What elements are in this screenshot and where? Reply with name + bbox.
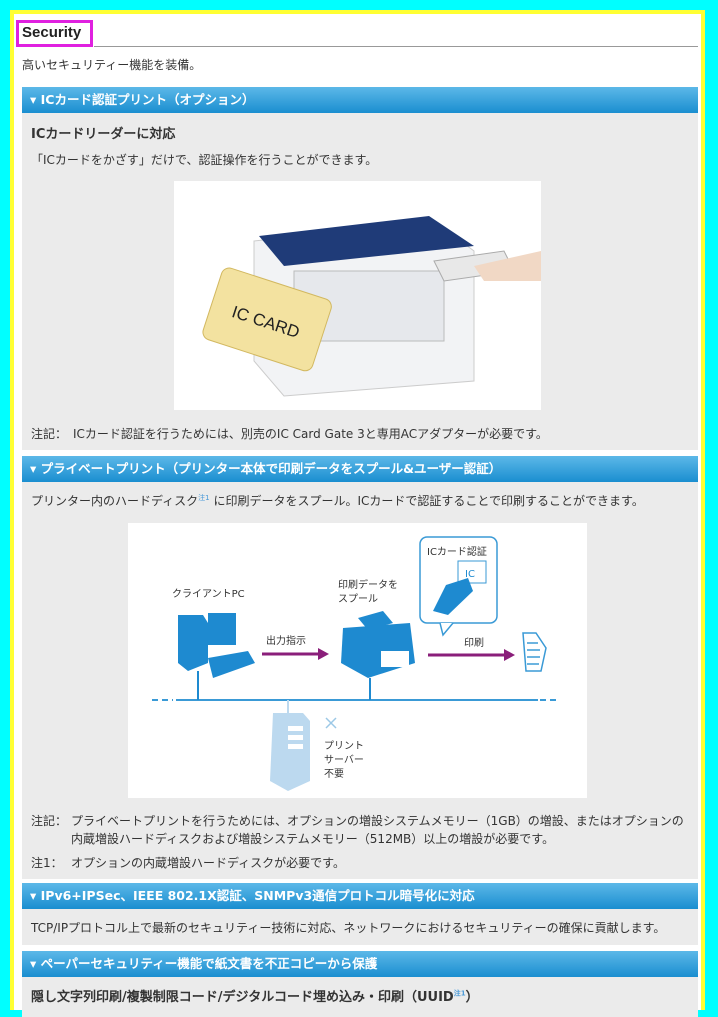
section-subtitle: 隠し文字列印刷/複製制限コード/デジタルコード埋め込み・印刷（UUID注1） — [31, 986, 479, 1005]
footnote-link[interactable]: 注1 — [198, 494, 210, 502]
print-server-icon — [270, 700, 310, 791]
server-label-1: プリント — [324, 740, 364, 752]
server-label-2: サーバー — [324, 754, 364, 766]
section-body-private-print: プリンター内のハードディスク注1 に印刷データをスプール。ICカードで認証するこ… — [22, 482, 698, 879]
printer-ic-card-image: IC CARD — [174, 181, 541, 410]
section-text: プリンター内のハードディスク注1 に印刷データをスプール。ICカードで認証するこ… — [31, 492, 644, 509]
note-text: ICカード認証を行うためには、別売のIC Card Gate 3と専用ACアダプ… — [73, 427, 548, 441]
spool-label-2: スプール — [338, 593, 378, 605]
note-key: 注記： — [31, 814, 68, 828]
client-pc-icon — [178, 613, 255, 700]
spool-label-1: 印刷データを — [338, 578, 398, 591]
client-pc-label: クライアントPC — [172, 588, 245, 600]
note-text: プライベートプリントを行うためには、オプションの増設システムメモリー（1GB）の… — [71, 814, 684, 846]
note-key: 注1： — [31, 856, 63, 870]
section-subtitle: ICカードリーダーに対応 — [31, 127, 176, 142]
server-label-3: 不要 — [324, 768, 344, 780]
section-title: プライベートプリント（プリンター本体で印刷データをスプール&ユーザー認証） — [40, 461, 502, 476]
page-title: Security — [16, 20, 93, 47]
text: プリンター内のハードディスク — [31, 494, 199, 508]
ic-auth-bubble: ICカード認証 IC — [419, 536, 498, 637]
private-print-diagram: クライアントPC 出力指示 印刷データを スプール — [128, 523, 587, 798]
title-divider — [94, 46, 698, 47]
section-body-paper-security: 隠し文字列印刷/複製制限コード/デジタルコード埋め込み・印刷（UUID注1） — [22, 977, 698, 1017]
ic-auth-label: ICカード認証 — [427, 545, 487, 558]
output-instruction-label: 出力指示 — [266, 634, 306, 647]
section-title: IPv6+IPSec、IEEE 802.1X認証、SNMPv3通信プロトコル暗号… — [40, 888, 475, 903]
page: Security 高いセキュリティー機能を装備。 ▾ ICカード認証プリント（オ… — [14, 14, 701, 1017]
document-icon — [522, 632, 547, 672]
not-required-x-icon — [325, 717, 337, 729]
section-header-ic-card[interactable]: ▾ ICカード認証プリント（オプション） — [22, 87, 698, 113]
section-text: 「ICカードをかざす」だけで、認証操作を行うことができます。 — [31, 153, 378, 167]
frame: Security 高いセキュリティー機能を装備。 ▾ ICカード認証プリント（オ… — [10, 10, 705, 1017]
note: 注記： ICカード認証を行うためには、別売のIC Card Gate 3と専用AC… — [31, 425, 548, 442]
footnote: 注1： オプションの内蔵増設ハードディスクが必要です。 — [31, 854, 345, 871]
text: に印刷データをスプール。ICカードで認証することで印刷することができます。 — [209, 494, 644, 508]
ic-card-mark: IC — [465, 569, 475, 580]
section-header-paper-security[interactable]: ▾ ペーパーセキュリティー機能で紙文書を不正コピーから保護 — [22, 951, 698, 977]
text: 隠し文字列印刷/複製制限コード/デジタルコード埋め込み・印刷（UUID — [31, 990, 454, 1005]
section-header-network-security[interactable]: ▾ IPv6+IPSec、IEEE 802.1X認証、SNMPv3通信プロトコル… — [22, 883, 698, 909]
section-title: ICカード認証プリント（オプション） — [40, 92, 255, 107]
print-label: 印刷 — [464, 637, 484, 649]
intro-text: 高いセキュリティー機能を装備。 — [22, 58, 202, 72]
section-title: ペーパーセキュリティー機能で紙文書を不正コピーから保護 — [40, 956, 378, 971]
section-body-network-security: TCP/IPプロトコル上で最新のセキュリティー技術に対応、ネットワークにおけるセ… — [22, 909, 698, 945]
note: 注記：プライベートプリントを行うためには、オプションの増設システムメモリー（1G… — [31, 812, 686, 848]
section-body-ic-card: ICカードリーダーに対応 「ICカードをかざす」だけで、認証操作を行うことができ… — [22, 113, 698, 450]
footnote-link[interactable]: 注1 — [453, 989, 466, 998]
section-text: TCP/IPプロトコル上で最新のセキュリティー技術に対応、ネットワークにおけるセ… — [31, 921, 666, 935]
text: ） — [465, 990, 479, 1005]
note-key: 注記： — [31, 427, 68, 441]
section-header-private-print[interactable]: ▾ プライベートプリント（プリンター本体で印刷データをスプール&ユーザー認証） — [22, 456, 698, 482]
printer-icon — [341, 611, 415, 700]
note-text: オプションの内蔵増設ハードディスクが必要です。 — [71, 856, 345, 870]
